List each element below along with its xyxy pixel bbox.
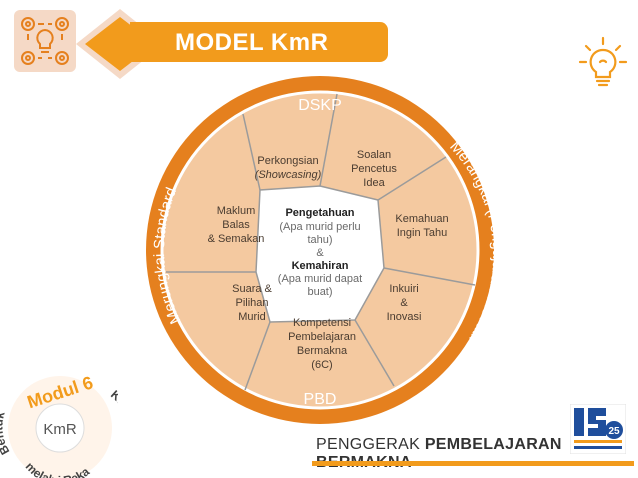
badge-kmr: KmR — [43, 421, 77, 438]
page-title: MODEL KmR — [175, 29, 329, 56]
seg-inkuiri-l2: & — [400, 297, 408, 309]
seg-inkuiri-l3: Inovasi — [387, 311, 422, 323]
segment-dividers — [166, 93, 476, 391]
center-kemahiran: Kemahiran — [292, 260, 349, 272]
lightbulb-icon — [578, 36, 628, 87]
label-dskp: DSKP — [298, 97, 342, 114]
title-bar — [130, 22, 388, 62]
seg-suara-l2: Pilihan — [235, 297, 268, 309]
center-line7: buat) — [307, 286, 332, 298]
seg-kompetensi-l2: Pembelajaran — [288, 331, 356, 343]
seg-perkongsian-l2: (Showcasing) — [255, 169, 322, 181]
seg-maklum-l2: Balas — [222, 219, 250, 231]
seg-soalan-l1: Soalan — [357, 149, 391, 161]
center-line4: & — [316, 247, 324, 259]
seg-kompetensi-l3: Bermakna — [297, 345, 348, 357]
footer-underline — [312, 461, 634, 466]
seg-suara-l1: Suara & — [232, 283, 272, 295]
seg-kompetensi-l4: (6C) — [311, 359, 332, 371]
kpm-logo: 25 — [570, 404, 626, 454]
modul-badge: KmR Modul 6 Bentuk melalui Reka Kefahama… — [0, 372, 118, 478]
seg-kemahuan-l1: Kemahuan — [395, 213, 448, 225]
center-pengetahuan: Pengetahuan — [285, 207, 354, 219]
seg-maklum-l1: Maklum — [217, 205, 256, 217]
logo-number: 25 — [608, 426, 620, 437]
footer-tagline: PENGGERAK PEMBELAJARAN BERMAKNA — [316, 436, 638, 472]
center-heptagon — [255, 185, 385, 323]
seg-maklum-l3: & Semakan — [208, 233, 265, 245]
footer-part1: PENGGERAK — [316, 436, 421, 453]
center-line6: (Apa murid dapat — [278, 273, 362, 285]
label-pbd: PBD — [304, 391, 337, 408]
seg-soalan-l2: Pencetus — [351, 163, 397, 175]
seg-perkongsian-l1: Perkongsian — [257, 155, 318, 167]
gears-lightbulb-icon — [14, 10, 76, 72]
center-line3: tahu) — [307, 234, 332, 246]
seg-kompetensi-l1: Kompetensi — [293, 317, 351, 329]
center-line2: (Apa murid perlu — [279, 221, 360, 233]
seg-kemahuan-l2: Ingin Tahu — [397, 227, 448, 239]
seg-soalan-l3: Idea — [363, 177, 385, 189]
seg-suara-l3: Murid — [238, 311, 266, 323]
seg-inkuiri-l1: Inkuiri — [389, 283, 418, 295]
